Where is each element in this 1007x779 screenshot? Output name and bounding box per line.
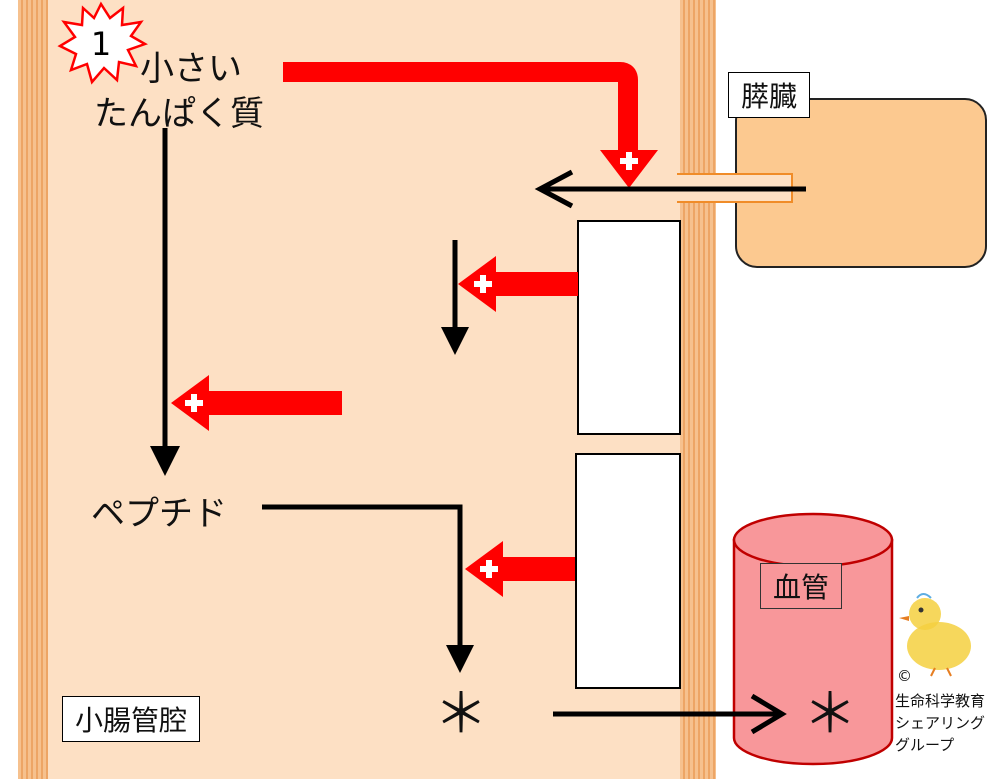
plus-icon (474, 275, 492, 293)
peptide-label: ペプチド (91, 494, 227, 534)
enzyme-path-red (283, 62, 638, 152)
left-wall (18, 0, 48, 779)
protein-label-line2: たんぱく質 (94, 94, 264, 134)
credit-line3: グループ (895, 736, 955, 754)
plus-icon (185, 394, 203, 412)
protein-label-line1: 小さい (140, 49, 242, 89)
right-wall (680, 0, 716, 779)
lumen-label: 小腸管腔 (62, 696, 201, 742)
chick-mascot-icon (899, 593, 971, 677)
credit-line1: 生命科学教育 (895, 692, 986, 710)
credit-line2: シェアリング (895, 714, 986, 732)
starburst-badge-icon (57, 1, 148, 85)
epithelial-cell-upper (577, 220, 681, 435)
badge-number: 1 (91, 25, 111, 63)
plus-icon (620, 152, 638, 170)
blood-vessel-label: 血管 (760, 563, 843, 609)
lumen-area (18, 0, 680, 779)
plus-icon (480, 560, 498, 578)
amino-acid-asterisk-lumen: ＊ (434, 682, 488, 745)
peptide-to-aminoacid-arrow (262, 504, 463, 648)
epithelial-cell-lower (575, 453, 681, 689)
amino-acid-asterisk-blood: ＊ (803, 682, 857, 745)
pancreas-label: 膵臓 (728, 72, 811, 118)
copyright-symbol: © (897, 667, 912, 685)
